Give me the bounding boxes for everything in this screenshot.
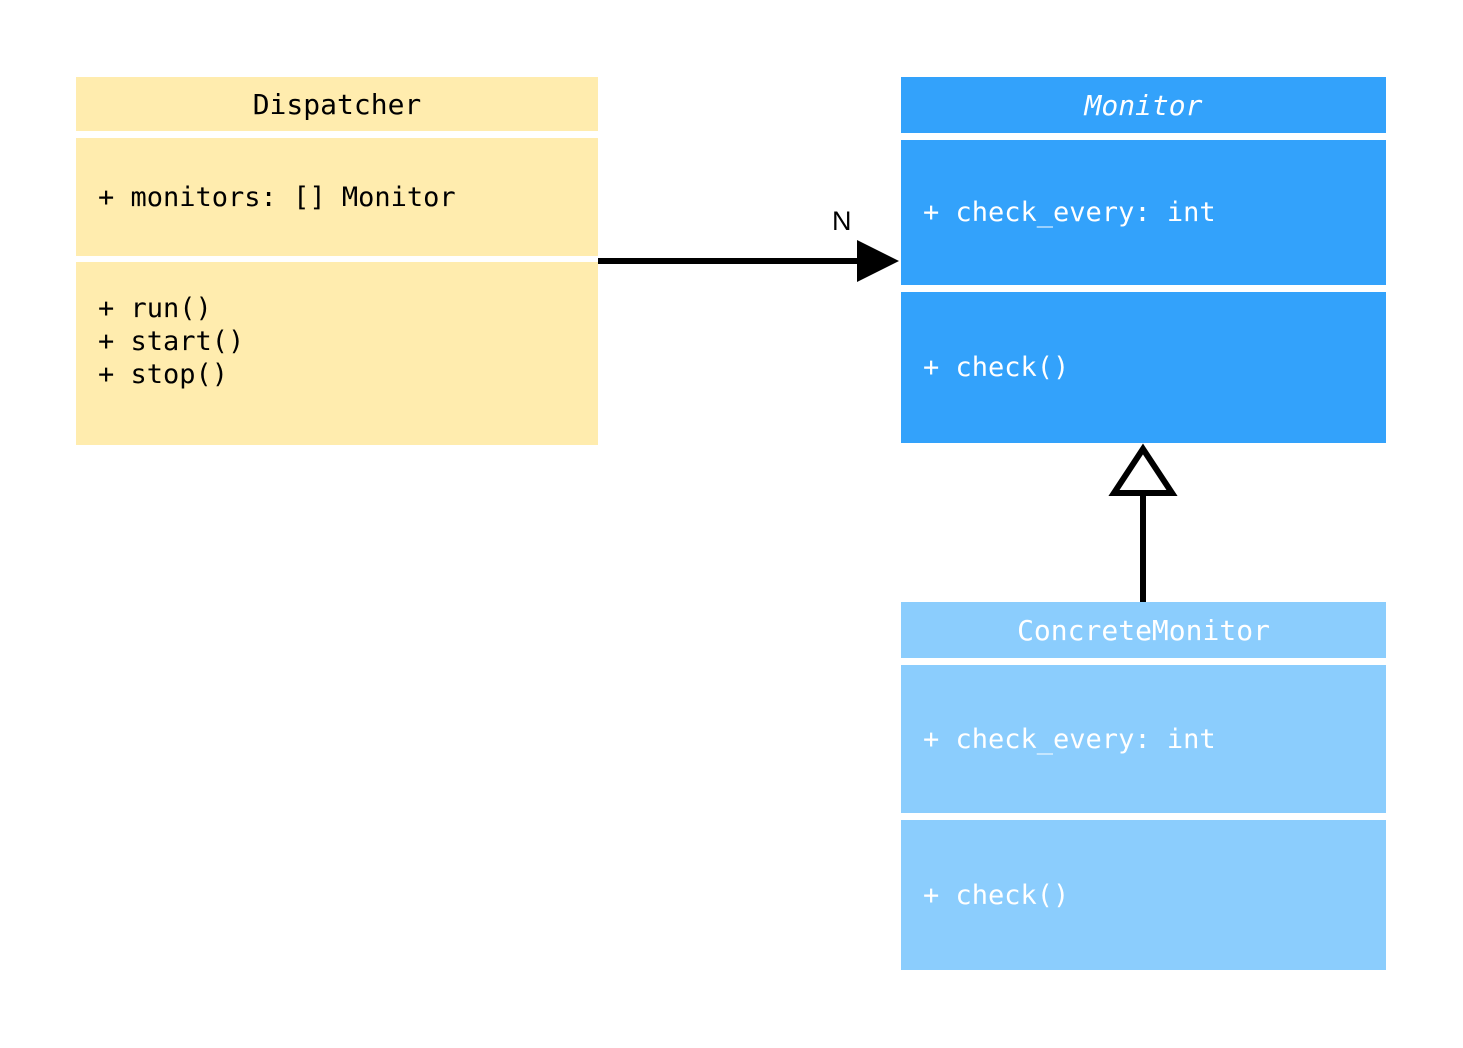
edge-concrete-to-monitor (1108, 443, 1178, 602)
class-methods-concrete-monitor: + check() (901, 820, 1386, 970)
class-methods-dispatcher: + run() + start() + stop() (76, 262, 598, 445)
class-name-dispatcher: Dispatcher (252, 87, 422, 121)
class-methods-monitor: + check() (901, 292, 1386, 443)
class-title-concrete-monitor: ConcreteMonitor (901, 602, 1386, 658)
filled-arrowhead-icon (857, 240, 899, 282)
method-row: + check() (923, 879, 1070, 911)
method-row: + stop() (98, 359, 229, 390)
edge-dispatcher-to-monitor (598, 240, 899, 282)
class-attributes-monitor: + check_every: int (901, 140, 1386, 285)
class-title-dispatcher: Dispatcher (76, 77, 598, 131)
attribute-row: + check_every: int (923, 197, 1216, 228)
method-row: + run() (98, 293, 212, 324)
class-name-concrete-monitor: ConcreteMonitor (1017, 613, 1270, 647)
class-box-concrete-monitor[interactable]: ConcreteMonitor + check_every: int + che… (901, 602, 1386, 970)
class-name-monitor: Monitor (1084, 88, 1203, 122)
hollow-triangle-arrowhead-icon (1108, 443, 1178, 496)
class-box-dispatcher[interactable]: Dispatcher + monitors: [] Monitor + run(… (76, 77, 598, 445)
edge-label-multiplicity: N (832, 206, 852, 236)
class-attributes-dispatcher: + monitors: [] Monitor (76, 138, 598, 256)
method-row: + start() (98, 326, 245, 357)
class-attributes-concrete-monitor: + check_every: int (901, 665, 1386, 813)
class-box-monitor[interactable]: Monitor + check_every: int + check() (901, 77, 1386, 443)
attribute-row: + monitors: [] Monitor (98, 181, 456, 213)
attribute-row: + check_every: int (923, 723, 1216, 755)
class-title-monitor: Monitor (901, 77, 1386, 133)
method-row: + check() (923, 352, 1070, 383)
